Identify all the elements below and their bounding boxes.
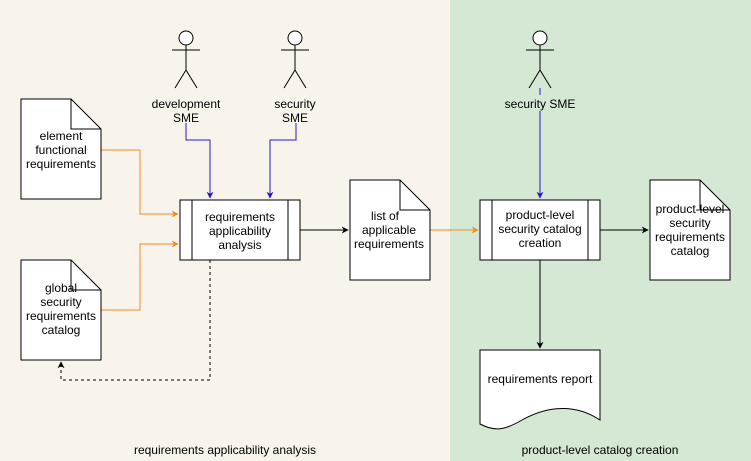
doc-label-line: requirements: [354, 237, 424, 251]
doc-label-line: requirements report: [488, 372, 593, 386]
doc-label-line: security: [40, 295, 81, 309]
actor-development-sme[interactable]: development SME: [152, 30, 221, 125]
actor-label-line: security: [274, 97, 315, 111]
doc-label-line: requirements: [26, 157, 96, 171]
process-label-line: product-level: [506, 208, 575, 222]
arrow-development-sme-to-analysis: [185, 123, 214, 199]
arrow-global-catalog-to-analysis: [101, 240, 179, 311]
doc-list-of-applicable-requirements[interactable]: list of applicable requirements: [349, 179, 431, 281]
arrow-security-sme-to-analysis: [266, 123, 297, 199]
doc-label-line: catalog: [42, 323, 81, 337]
doc-requirements-report[interactable]: requirements report: [479, 349, 601, 430]
actor-label-line: SME: [282, 111, 308, 125]
right-region-label: product-level catalog creation: [522, 443, 679, 457]
stick-figure-icon: [526, 30, 554, 89]
process-label-line: security catalog: [498, 222, 581, 236]
doc-label-line: requirements: [26, 309, 96, 323]
actor-security-sme-right[interactable]: security SME: [500, 30, 580, 111]
doc-label-line: product-level: [656, 202, 725, 216]
process-label-line: applicability: [209, 224, 271, 238]
doc-global-security-requirements-catalog[interactable]: global security requirements catalog: [20, 259, 102, 361]
process-label-line: requirements: [205, 210, 275, 224]
doc-product-level-security-requirements-catalog[interactable]: product-level security requirements cata…: [649, 179, 731, 281]
process-label-line: analysis: [218, 238, 261, 252]
actor-label-line: development: [152, 97, 221, 111]
process-product-level-security-catalog-creation[interactable]: product-level security catalog creation: [479, 199, 601, 261]
doc-label-line: catalog: [671, 244, 710, 258]
doc-label-line: security: [669, 216, 710, 230]
stick-figure-icon: [281, 30, 309, 89]
doc-label-line: global: [45, 281, 77, 295]
left-region-label: requirements applicability analysis: [134, 443, 316, 457]
doc-label-line: requirements: [655, 230, 725, 244]
doc-label-line: applicable: [362, 223, 416, 237]
stick-figure-icon: [172, 30, 200, 89]
process-requirements-applicability-analysis[interactable]: requirements applicability analysis: [179, 199, 301, 261]
doc-label-line: list of: [371, 209, 400, 223]
arrow-element-requirements-to-analysis: [101, 149, 179, 218]
actor-label-line: security SME: [505, 97, 576, 111]
doc-element-functional-requirements[interactable]: element functional requirements: [20, 98, 102, 200]
doc-label-line: element: [40, 129, 83, 143]
process-label-line: creation: [519, 236, 562, 250]
doc-label-line: functional: [35, 143, 86, 157]
dashed-arrow-analysis-to-global-catalog: [57, 260, 211, 381]
actor-label-line: SME: [173, 111, 199, 125]
actor-security-sme-left[interactable]: security SME: [274, 30, 316, 125]
